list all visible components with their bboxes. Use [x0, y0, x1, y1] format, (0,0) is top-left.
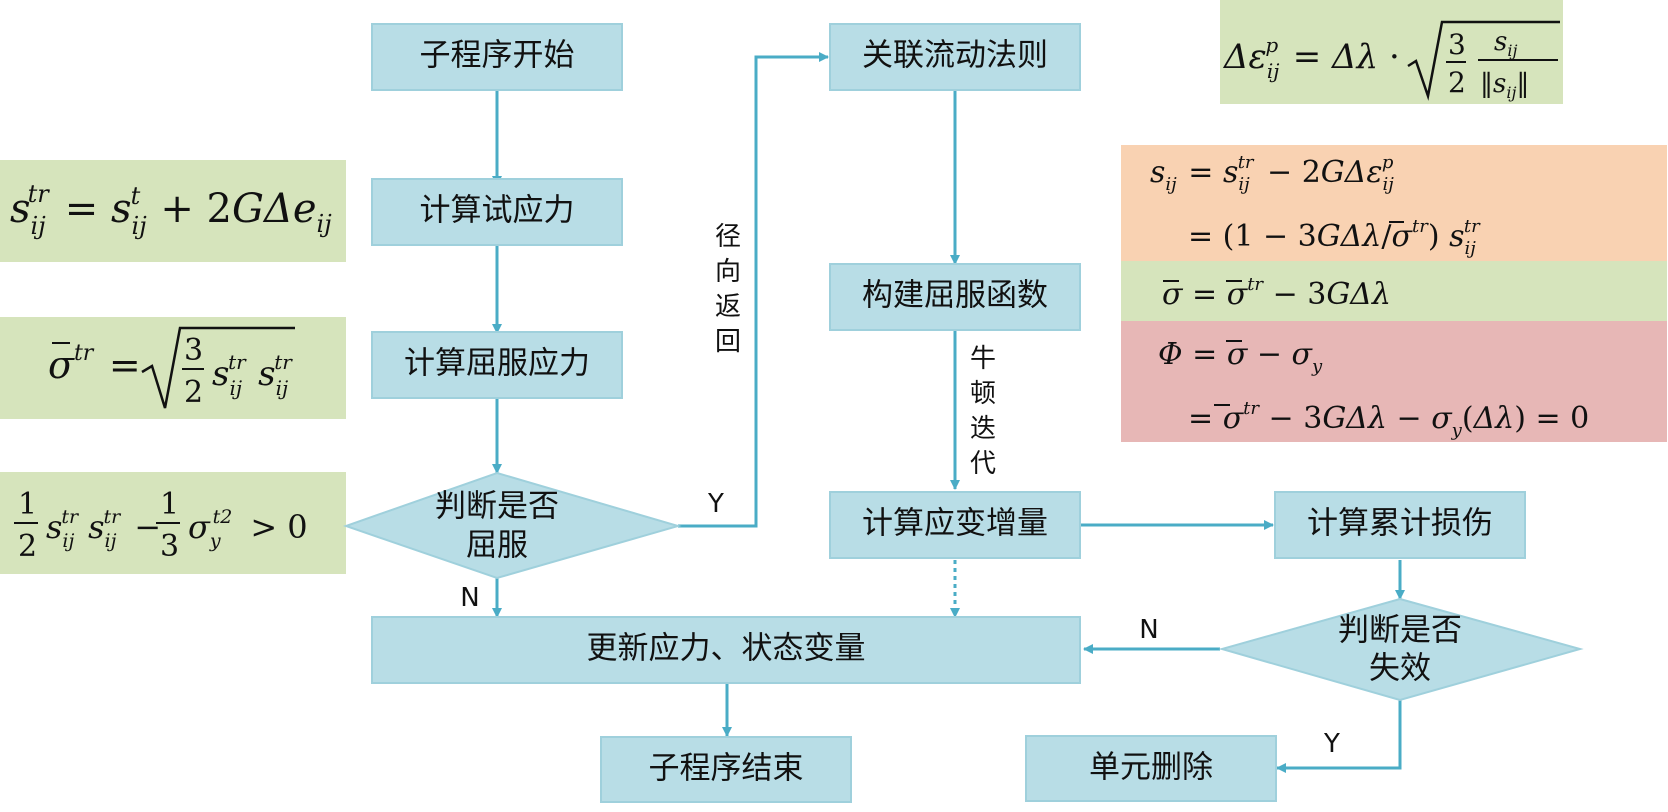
svg-text:向: 向 [715, 257, 741, 287]
node-yield-stress: 计算屈服应力 [371, 331, 623, 399]
svg-text:sij: sij [1494, 27, 1517, 60]
formula-deviatoric-update: sij = sijtr − 2GΔεijp = (1 − 3GΔλ/σtr) s… [1121, 142, 1667, 261]
svg-text:更新应力、状态变量: 更新应力、状态变量 [587, 631, 866, 667]
label-yield-yes: Y [707, 489, 724, 519]
node-update-state: 更新应力、状态变量 [371, 616, 1081, 684]
formula-yield-criterion: 1 2 sijtr sijtr − 1 3 σyt2 > 0 [0, 472, 346, 574]
node-start: 子程序开始 [371, 23, 623, 91]
svg-text:计算屈服应力: 计算屈服应力 [404, 346, 590, 382]
decision-yield-check: 判断是否 屈服 [342, 471, 682, 580]
node-cumulative-damage: 计算累计损伤 [1274, 491, 1526, 559]
svg-text:sijtr = sijt: sijtr = sijt + 2GΔeij [10, 166, 332, 240]
svg-text:3: 3 [184, 333, 203, 368]
svg-text:计算试应力: 计算试应力 [420, 193, 575, 229]
svg-text:屈服: 屈服 [466, 528, 528, 564]
svg-text:σyt2 > 0: σyt2 > 0 [188, 494, 308, 552]
edge-check-yes-to-flow [678, 52, 829, 528]
svg-text:顿: 顿 [970, 379, 996, 409]
svg-text:1: 1 [18, 487, 37, 522]
svg-text:子程序开始: 子程序开始 [420, 38, 575, 74]
formula-equivalent-stress-update: σ = σtr − 3GΔλ [1121, 261, 1667, 321]
svg-text:代: 代 [970, 449, 996, 479]
svg-text:sij = sijtr: sij = sijtr − 2GΔεijp [1150, 142, 1394, 197]
svg-text:单元删除: 单元删除 [1089, 750, 1213, 786]
formula-yield-function: Φ = σ − σy = σtr − 3GΔλ − σy(Δλ) = 0 [1121, 321, 1667, 442]
svg-text:‖sij‖: ‖sij‖ [1480, 69, 1529, 102]
svg-text:= σtr − 3GΔλ − σy(Δλ) = 0: = σtr − 3GΔλ − σy(Δλ) = 0 [1188, 398, 1589, 441]
label-failure-no: N [1139, 615, 1158, 645]
svg-text:3: 3 [1448, 28, 1466, 61]
svg-text:2: 2 [18, 529, 37, 564]
svg-text:判断是否: 判断是否 [435, 489, 559, 525]
svg-text:σtr =: σtr = [48, 327, 141, 387]
label-radial-return: 径 向 返 回 [715, 222, 741, 357]
svg-text:回: 回 [715, 327, 741, 357]
svg-text:返: 返 [715, 292, 741, 322]
node-trial-stress: 计算试应力 [371, 178, 623, 246]
svg-text:1: 1 [160, 487, 179, 522]
svg-text:2: 2 [184, 375, 203, 410]
node-strain-increment: 计算应变增量 [829, 491, 1081, 559]
label-yield-no: N [460, 583, 479, 613]
node-element-delete: 单元删除 [1025, 735, 1277, 802]
svg-text:Φ = σ − σy: Φ = σ − σy [1158, 337, 1323, 377]
svg-text:径: 径 [715, 222, 741, 252]
formula-plastic-strain-increment: Δεijp = Δλ · 3 2 sij ‖sij‖ [1220, 0, 1563, 104]
svg-text:构建屈服函数: 构建屈服函数 [862, 278, 1048, 314]
svg-text:= (1 − 3GΔλ/σtr) sijtr: = (1 − 3GΔλ/σtr) sijtr [1188, 216, 1481, 259]
edge-failure-yes-to-delete [1276, 700, 1402, 773]
node-end: 子程序结束 [600, 736, 852, 803]
connectors [492, 52, 1405, 773]
svg-text:关联流动法则: 关联流动法则 [862, 38, 1048, 74]
svg-text:计算应变增量: 计算应变增量 [862, 506, 1048, 542]
svg-text:3: 3 [160, 529, 179, 564]
svg-text:计算累计损伤: 计算累计损伤 [1307, 506, 1493, 542]
svg-text:子程序结束: 子程序结束 [649, 751, 804, 787]
label-failure-yes: Y [1323, 729, 1340, 759]
label-newton-iteration: 牛 顿 迭 代 [970, 344, 996, 479]
svg-text:sijtr sijtr −: sijtr sijtr − [46, 494, 161, 552]
svg-text:失效: 失效 [1369, 651, 1431, 687]
node-yield-function: 构建屈服函数 [829, 263, 1081, 331]
svg-text:迭: 迭 [970, 414, 996, 444]
decision-failure-check: 判断是否 失效 [1218, 597, 1584, 702]
formula-trial-stress: sijtr = sijt + 2GΔeij [0, 160, 346, 262]
svg-text:σ = σtr − 3GΔλ: σ = σtr − 3GΔλ [1162, 274, 1391, 312]
svg-text:判断是否: 判断是否 [1338, 613, 1462, 649]
svg-text:sijtr sijtr: sijtr sijtr [212, 340, 293, 400]
svg-text:2: 2 [1448, 66, 1466, 99]
node-flow-rule: 关联流动法则 [829, 23, 1081, 91]
formula-equivalent-trial-stress: σtr = 3 2 sijtr sijtr [0, 317, 346, 419]
svg-text:牛: 牛 [970, 344, 996, 374]
svg-text:Δεijp = Δλ ·: Δεijp = Δλ · [1222, 23, 1400, 83]
